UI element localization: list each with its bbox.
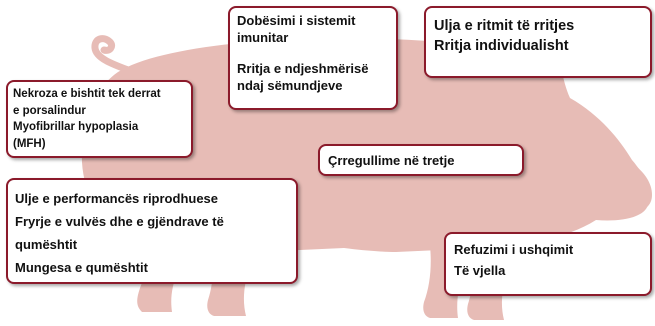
necrosis-line-3: Myofibrillar hypoplasia xyxy=(13,121,139,133)
necrosis-line-2: e porsalindur xyxy=(13,104,86,117)
digestion-box: Çrregullime në tretje xyxy=(318,144,524,176)
digestion-line-1: Çrregullime në tretje xyxy=(328,153,455,168)
reproduction-box: Ulje e performancës riprodhuese Fryrje e… xyxy=(6,178,298,284)
necrosis-line-1: Nekroza e bishtit tek derrat xyxy=(13,88,161,100)
growth-line-1: Ulja e ritmit të rritjes xyxy=(434,18,575,34)
repro-line-2: Fryrje e vulvës dhe e gjëndrave të xyxy=(15,214,224,229)
repro-line-4: Mungesa e qumështit xyxy=(15,260,148,275)
immune-line-1: Dobësimi i sistemit xyxy=(237,13,356,28)
pig-snout xyxy=(628,160,652,212)
tail-necrosis-box: Nekroza e bishtit tek derrat e porsalind… xyxy=(6,80,193,158)
immune-line-3: Rritja e ndjeshmërisë xyxy=(237,61,369,76)
pig-tail xyxy=(91,35,132,74)
immune-system-box: Dobësimi i sistemit imunitar Rritja e nd… xyxy=(228,6,398,110)
feed-line-1: Refuzimi i ushqimit xyxy=(454,242,574,257)
growth-line-2: Rritja individualisht xyxy=(434,38,569,54)
feed-refusal-box: Refuzimi i ushqimit Të vjella xyxy=(444,232,652,296)
necrosis-line-4: (MFH) xyxy=(13,137,46,150)
repro-line-1: Ulje e performancës riprodhuese xyxy=(15,191,219,206)
growth-box: Ulja e ritmit të rritjes Rritja individu… xyxy=(424,6,652,78)
immune-line-4: ndaj sëmundjeve xyxy=(237,78,343,93)
repro-line-3: qumështit xyxy=(15,237,78,252)
feed-line-2: Të vjella xyxy=(454,263,506,278)
immune-line-2: imunitar xyxy=(237,30,289,45)
